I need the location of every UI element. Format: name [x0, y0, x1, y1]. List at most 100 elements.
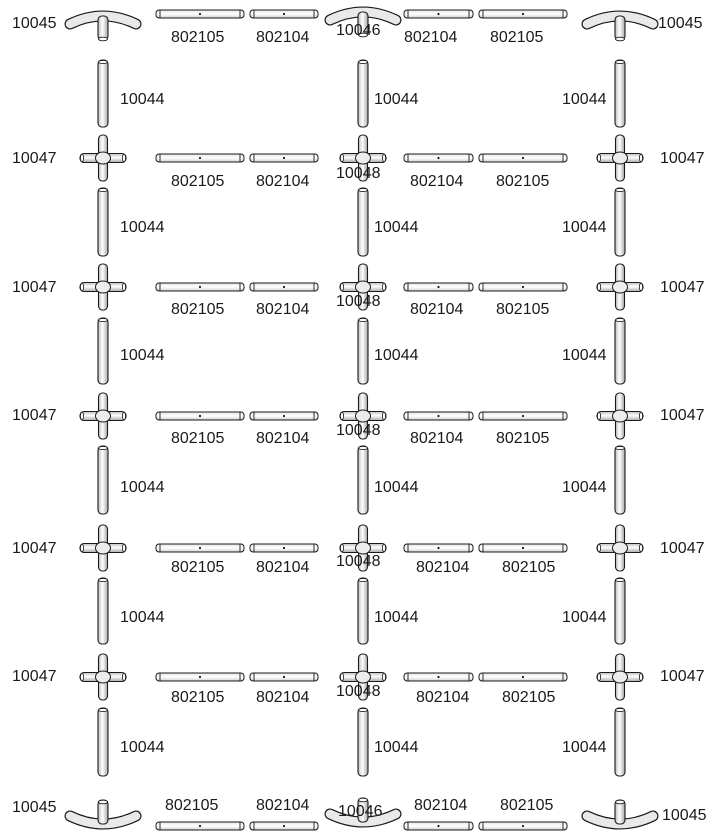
- rail-hole: [521, 414, 525, 418]
- pole-tube: [614, 317, 626, 385]
- pole-tube: [357, 707, 369, 777]
- pole-tube: [357, 445, 369, 515]
- label-rail-short: 802104: [410, 173, 464, 190]
- label-cross-side: 10047: [12, 150, 57, 167]
- label-rail-long: 802105: [165, 797, 219, 814]
- cross-mid: [339, 134, 387, 182]
- label-elbow-end: 10045: [12, 799, 57, 816]
- pole-tube: [614, 445, 626, 515]
- rail-hole: [282, 285, 286, 289]
- label-pole: 10044: [562, 219, 607, 236]
- rail-hole: [282, 675, 286, 679]
- cross-side: [596, 653, 644, 701]
- elbow-end: [64, 10, 142, 42]
- cross-side: [79, 524, 127, 572]
- label-pole: 10044: [374, 479, 419, 496]
- pole-tube: [357, 577, 369, 645]
- label-pole: 10044: [374, 91, 419, 108]
- rail-hole: [282, 546, 286, 550]
- rail-long: [155, 282, 245, 292]
- rail-long: [478, 672, 568, 682]
- pole-tube: [97, 577, 109, 645]
- rail-hole: [198, 414, 202, 418]
- rail-hole: [437, 285, 440, 289]
- rail-long: [155, 411, 245, 421]
- cross-mid: [339, 263, 387, 311]
- rail-short: [403, 9, 474, 19]
- label-rail-long: 802105: [171, 689, 225, 706]
- rail-short: [249, 153, 319, 163]
- label-pole: 10044: [120, 219, 165, 236]
- label-rail-short: 802104: [414, 797, 468, 814]
- pole-tube: [97, 317, 109, 385]
- label-pole: 10044: [120, 479, 165, 496]
- label-rail-long: 802105: [496, 301, 550, 318]
- label-cross-side: 10047: [660, 668, 705, 685]
- label-pole: 10044: [562, 739, 607, 756]
- label-rail-long: 802105: [171, 430, 225, 447]
- elbow-end: [581, 799, 659, 830]
- label-pole: 10044: [374, 739, 419, 756]
- label-cross-side: 10047: [12, 668, 57, 685]
- label-cross-side: 10047: [12, 407, 57, 424]
- cross-side: [596, 134, 644, 182]
- label-rail-long: 802105: [171, 29, 225, 46]
- cross-side: [79, 134, 127, 182]
- label-cross-mid: 10048: [336, 683, 381, 700]
- label-pole: 10044: [120, 609, 165, 626]
- rail-hole: [198, 12, 202, 16]
- label-pole: 10044: [120, 739, 165, 756]
- rail-hole: [437, 546, 440, 550]
- rail-hole: [521, 546, 525, 550]
- label-rail-long: 802105: [502, 559, 556, 576]
- label-pole: 10044: [562, 91, 607, 108]
- cross-side: [79, 392, 127, 440]
- cross-side: [596, 524, 644, 572]
- label-cross-side: 10047: [660, 150, 705, 167]
- rail-hole: [282, 156, 286, 160]
- pole-tube: [357, 317, 369, 385]
- label-rail-short: 802104: [416, 689, 470, 706]
- label-rail-short: 802104: [410, 430, 464, 447]
- label-pole: 10044: [374, 219, 419, 236]
- rail-long: [478, 411, 568, 421]
- rail-short: [249, 411, 319, 421]
- label-elbow-mid: 10046: [338, 803, 383, 820]
- label-rail-short: 802104: [404, 29, 458, 46]
- label-cross-mid: 10048: [336, 293, 381, 310]
- pole-tube: [97, 707, 109, 777]
- label-cross-side: 10047: [660, 279, 705, 296]
- rail-hole: [521, 675, 525, 679]
- label-pole: 10044: [120, 91, 165, 108]
- rail-hole: [521, 156, 525, 160]
- elbow-end: [581, 10, 659, 42]
- cross-side: [79, 653, 127, 701]
- rail-hole: [521, 12, 525, 16]
- rail-short: [403, 411, 474, 421]
- rail-long: [478, 9, 568, 19]
- label-rail-long: 802105: [500, 797, 554, 814]
- rail-short: [249, 672, 319, 682]
- pole-tube: [614, 59, 626, 128]
- pole-tube: [614, 707, 626, 777]
- label-rail-short: 802104: [256, 430, 310, 447]
- pole-tube: [614, 577, 626, 645]
- rail-short: [403, 282, 474, 292]
- label-cross-mid: 10048: [336, 165, 381, 182]
- rail-hole: [282, 824, 286, 828]
- label-rail-short: 802104: [416, 559, 470, 576]
- rail-short: [403, 821, 474, 831]
- rail-short: [403, 672, 474, 682]
- rail-long: [155, 153, 245, 163]
- rail-hole: [521, 285, 525, 289]
- rail-hole: [198, 546, 202, 550]
- label-rail-short: 802104: [410, 301, 464, 318]
- pole-tube: [97, 59, 109, 128]
- rail-long: [478, 153, 568, 163]
- label-rail-long: 802105: [171, 173, 225, 190]
- label-cross-mid: 10048: [336, 553, 381, 570]
- rail-hole: [198, 824, 202, 828]
- rail-long: [478, 543, 568, 553]
